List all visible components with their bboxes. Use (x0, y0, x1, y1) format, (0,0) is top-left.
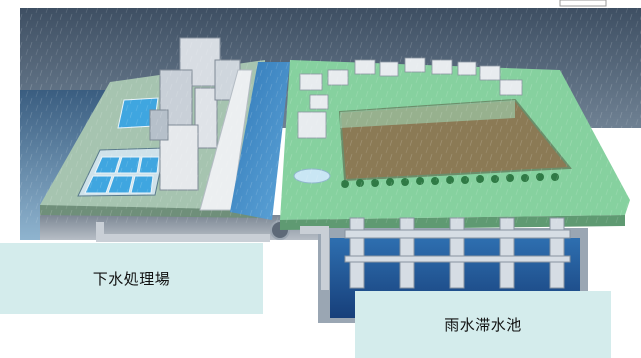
sewage-plant-label: 下水処理場 (0, 243, 263, 314)
rain-overlay (20, 8, 641, 223)
sewer-pipe-left (96, 222, 270, 242)
tank-pillars (344, 217, 571, 289)
corner-frame-mark (559, 0, 607, 7)
storm-tank-label: 雨水滞水池 (355, 291, 611, 358)
inflow-pipe (300, 226, 329, 290)
